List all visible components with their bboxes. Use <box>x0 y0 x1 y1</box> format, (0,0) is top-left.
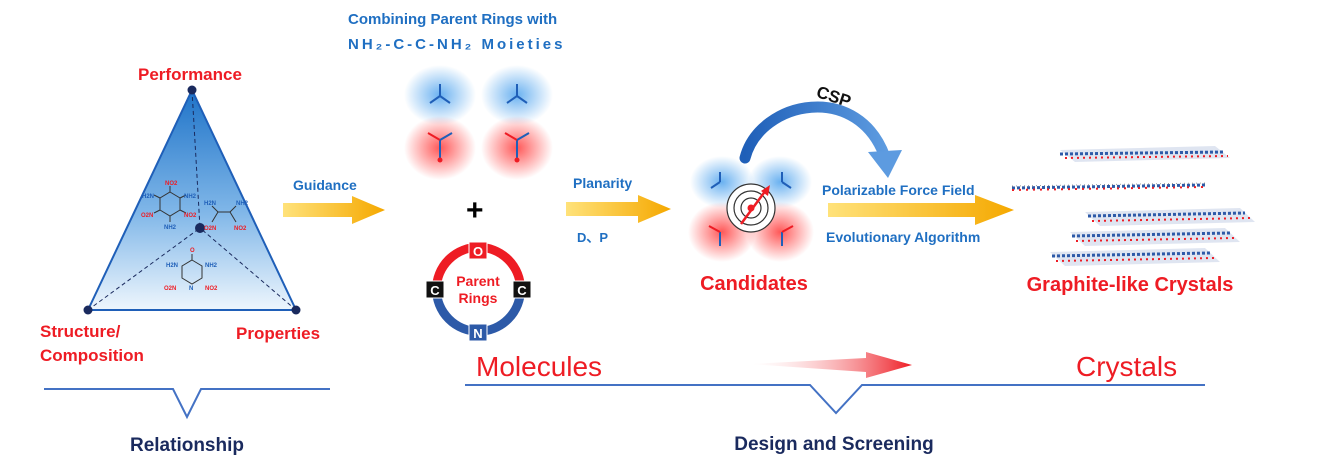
mol-top-l2: NH2 <box>184 194 197 200</box>
mol-top-l5: NH2 <box>164 225 177 231</box>
mol-top-l1: H2N <box>142 194 154 200</box>
combine-title-line1: Combining Parent Rings with <box>348 11 557 28</box>
label-evolutionary: Evolutionary Algorithm <box>826 229 980 245</box>
moiety-group-right <box>481 65 553 180</box>
relationship-triangle <box>83 85 301 315</box>
csp-arrowhead <box>868 150 902 178</box>
force-field-arrow <box>828 195 1014 225</box>
csp-arc-arrow <box>739 101 892 166</box>
label-performance: Performance <box>138 65 242 84</box>
molecules-to-crystals-arrow <box>750 352 912 378</box>
label-relationship: Relationship <box>130 435 244 456</box>
mol-bot-l1: H2N <box>166 263 178 269</box>
label-guidance: Guidance <box>293 177 357 193</box>
mol-top-l3: O2N <box>141 213 153 219</box>
label-molecules: Molecules <box>476 351 602 382</box>
moiety-group-left <box>404 65 476 180</box>
ring-atom-top: O <box>473 244 483 259</box>
candidate-molecule <box>688 156 814 262</box>
ring-label-line1: Parent <box>456 273 500 289</box>
ring-atom-right: C <box>517 283 527 298</box>
ring-label-line2: Rings <box>459 290 498 306</box>
mol-bot-l2: NH2 <box>205 263 218 269</box>
ring-atom-left: C <box>430 283 440 298</box>
planarity-arrow <box>566 195 671 223</box>
label-composition: Composition <box>40 346 144 365</box>
mol-right-l2: O2N <box>204 226 216 232</box>
crystal-layers <box>1011 146 1255 266</box>
label-planarity: Planarity <box>573 175 632 191</box>
mol-right-l3: NO2 <box>234 226 247 232</box>
mol-right-l1: NH2 <box>236 201 249 207</box>
ring-atom-bottom: N <box>473 326 482 341</box>
mol-bot-l0: O <box>190 248 195 254</box>
label-candidates: Candidates <box>700 273 808 295</box>
label-crystals: Crystals <box>1076 351 1177 382</box>
molecule-top-labels: NO2 H2N NH2 O2N NO2 NH2 <box>141 181 197 231</box>
mol-top-l4: NO2 <box>184 213 197 219</box>
label-graphite-crystals: Graphite-like Crystals <box>1027 274 1234 296</box>
guidance-arrow <box>283 196 385 224</box>
label-force-field: Polarizable Force Field <box>822 182 975 198</box>
label-structure: Structure/ <box>40 322 121 341</box>
label-dp: D、P <box>577 230 608 245</box>
label-properties: Properties <box>236 324 320 343</box>
molecule-sketch-top <box>153 186 187 222</box>
mol-top-l0: NO2 <box>165 181 178 187</box>
design-bracket <box>465 384 1205 415</box>
label-design-screening: Design and Screening <box>734 434 934 455</box>
molecule-right-labels: H2N NH2 O2N NO2 <box>204 201 249 232</box>
combine-title-line2: NH₂-C-C-NH₂ Moieties <box>348 36 566 53</box>
relationship-bracket <box>44 388 330 420</box>
mol-bot-l5: N <box>189 286 193 292</box>
parent-rings-ring <box>425 241 532 342</box>
mol-bot-l3: O2N <box>164 286 176 292</box>
molecule-sketch-right <box>211 205 237 223</box>
mol-right-l0: H2N <box>204 201 216 207</box>
mol-bot-l4: NO2 <box>205 286 218 292</box>
molecule-sketch-bottom <box>181 254 203 285</box>
molecule-bottom-labels: O H2N NH2 O2N NO2 N <box>164 248 218 292</box>
plus-sign: + <box>466 194 484 227</box>
